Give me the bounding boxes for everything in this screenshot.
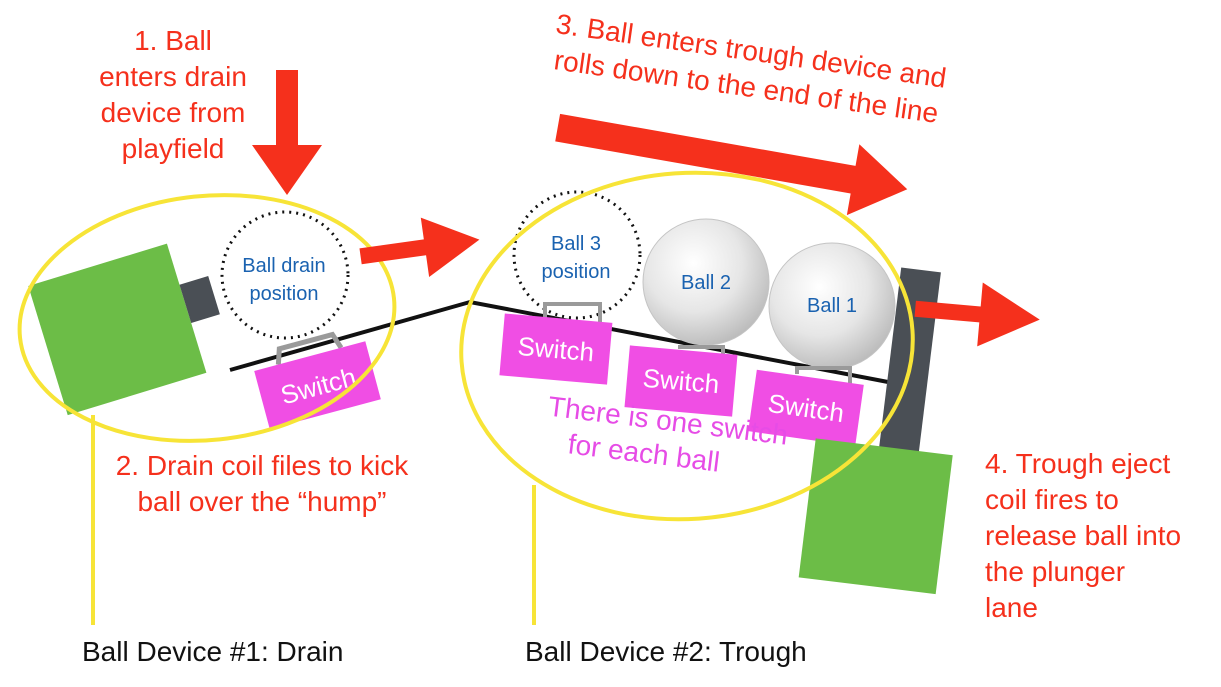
svg-text:coil fires to: coil fires to — [985, 484, 1119, 515]
trough-ball3-position — [512, 190, 642, 320]
trough-device-label: Ball Device #2: Trough — [525, 636, 807, 667]
trough-switch-1: Switch — [499, 313, 613, 385]
step-2-text: 2. Drain coil files to kick ball over th… — [116, 450, 410, 517]
svg-text:1. Ball: 1. Ball — [134, 25, 212, 56]
arrow-3-icon — [555, 113, 908, 216]
step-4-text: 4. Trough eject coil fires to release ba… — [985, 448, 1181, 623]
svg-text:4. Trough eject: 4. Trough eject — [985, 448, 1170, 479]
drain-device-outline — [17, 193, 397, 443]
svg-text:device from: device from — [101, 97, 246, 128]
svg-text:release ball into: release ball into — [985, 520, 1181, 551]
trough-switch-2-label: Switch — [642, 363, 721, 400]
arrow-2-icon — [359, 217, 480, 278]
arrow-4-icon — [914, 282, 1040, 347]
trough-device-outline — [459, 170, 915, 522]
svg-text:lane: lane — [985, 592, 1038, 623]
svg-text:the plunger: the plunger — [985, 556, 1125, 587]
drain-device-label: Ball Device #1: Drain — [82, 636, 343, 667]
trough-switch-3: Switch — [748, 369, 864, 447]
svg-text:ball over the “hump”: ball over the “hump” — [137, 486, 386, 517]
arrow-1-icon — [252, 70, 322, 195]
svg-text:Ball 3: Ball 3 — [551, 233, 601, 255]
trough-switch-3-actuator — [795, 366, 852, 384]
step-1-text: 1. Ball enters drain device from playfie… — [99, 25, 247, 164]
svg-text:position: position — [542, 261, 611, 283]
ball3-position-label: Ball 3 position — [542, 233, 611, 283]
ball-1-label: Ball 1 — [807, 295, 857, 317]
trough-switch-2: Switch — [624, 345, 738, 417]
drain-coil-icon — [28, 243, 220, 416]
trough-switch-1-actuator — [543, 302, 602, 334]
drain-position-label: Ball drain position — [242, 255, 325, 305]
svg-text:playfield: playfield — [122, 133, 225, 164]
svg-text:enters drain: enters drain — [99, 61, 247, 92]
ball-2-label: Ball 2 — [681, 272, 731, 294]
drain-ball-position — [220, 210, 350, 340]
svg-text:2. Drain coil files to kick: 2. Drain coil files to kick — [116, 450, 410, 481]
trough-switch-1-label: Switch — [516, 331, 595, 368]
drain-switch: Switch — [254, 331, 381, 429]
step-3-text: 3. Ball enters trough device and rolls d… — [552, 8, 948, 129]
svg-text:position: position — [250, 283, 319, 305]
svg-text:Ball drain: Ball drain — [242, 255, 325, 277]
